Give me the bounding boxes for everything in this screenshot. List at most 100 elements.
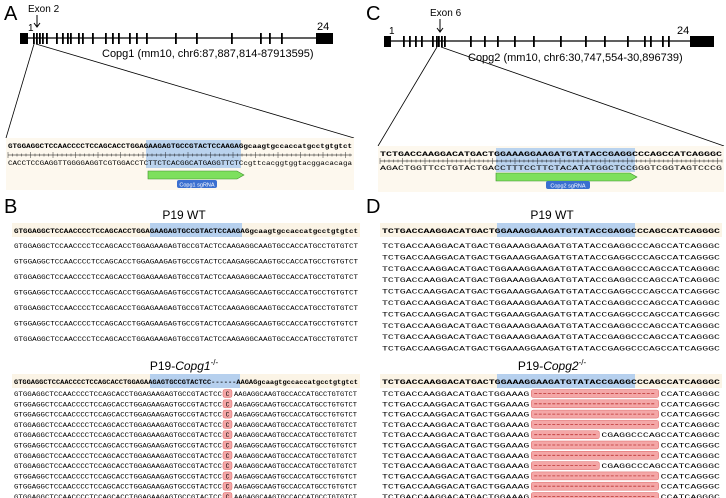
sequence-read: GTGGAGGCTCCAACCCCTCCAGCACCTGGAGAAGAGTGCC… — [14, 305, 358, 312]
sequence-read: TCTGACCAAGGACATGACTGGAAAGGAAGATGTATACCGA… — [382, 289, 720, 296]
exon-bar — [42, 33, 44, 44]
panel-letter-c: C — [366, 3, 380, 25]
sequence-read-right: AAGAGGCAAGTGCCACCATGCCTGTGTCT — [234, 422, 357, 429]
gene-label-c: Copg2 (mm10, chr6:30,747,554-30,896739) — [468, 52, 683, 64]
exon-bar — [403, 36, 405, 47]
exon-bar — [438, 36, 440, 47]
sgrna-tag-a — [177, 180, 217, 188]
sequence-read-right: CGAGGCCCAGCCATCAGGGC — [601, 432, 720, 439]
sequence-read: GTGGAGGCTCCAACCCCTCCAGCACCTGGAGAAGAGTGCC… — [14, 243, 358, 250]
exon-track-c — [403, 36, 670, 47]
sequence-read: TCTGACCAAGGACATGACTGGAAAGGAAGATGTATACCGA… — [382, 346, 720, 353]
exon-bar — [36, 33, 38, 44]
exon-bar — [409, 36, 411, 47]
sequence-read-left: TCTGACCAAGGACATGACTGGAAAG — [382, 484, 530, 491]
insertion-base: C — [226, 453, 230, 460]
sequence-read-left: GTGGAGGCTCCAACCCCTCCAGCACCTGGAGAAGAGTGCC… — [14, 422, 222, 429]
sequence-read-left: TCTGACCAAGGACATGACTGGAAAG — [382, 422, 530, 429]
exon-arrow-a — [33, 15, 41, 28]
sequence-read-right: AAGAGGCAAGTGCCACCATGCCTGTGTCT — [234, 453, 357, 460]
ko-sgrna-highlight-b — [150, 374, 240, 388]
sequence-read: TCTGACCAAGGACATGACTGGAAAGGAAGATGTATACCGA… — [382, 277, 720, 284]
exon-bar — [421, 36, 423, 47]
ko-reads-b: GTGGAGGCTCCAACCCCTCCAGCACCTGGAGAAGAGTGCC… — [14, 389, 357, 498]
ruler-ticks-c — [379, 158, 723, 164]
sequence-read: TCTGACCAAGGACATGACTGGAAAGGAAGATGTATACCGA… — [382, 300, 720, 307]
top-strand-a: GTGGAGGCTCCAACCCCTCCAGCACCTGGAGAAGAGTGCC… — [8, 143, 352, 150]
sequence-read: TCTGACCAAGGACATGACTGGAAAGGAAGATGTATACCGA… — [382, 254, 720, 261]
exon-bar — [533, 36, 535, 47]
insertion-box — [222, 420, 233, 429]
insertion-box — [222, 471, 233, 481]
exon-bar — [260, 33, 262, 44]
exon-bar — [604, 36, 606, 47]
top-strand-c: TCTGACCAAGGACATGACTGGAAAGGAAGATGTATACCGA… — [380, 151, 722, 158]
title-ko-prefix-d: P19- — [518, 359, 543, 373]
sequence-read: TCTGACCAAGGACATGACTGGAAAGGAAGATGTATACCGA… — [382, 323, 720, 330]
last-exon-a — [316, 33, 333, 44]
exon-bar — [560, 36, 562, 47]
exon-bar — [67, 33, 69, 44]
exon-bar — [470, 36, 472, 47]
sequence-read-right: AAGAGGCAAGTGCCACCATGCCTGTGTCT — [234, 494, 357, 498]
sequence-read-right: AAGAGGCAAGTGCCACCATGCCTGTGTCT — [234, 412, 357, 419]
exon-bar — [118, 33, 120, 44]
insertion-base: C — [226, 473, 230, 480]
exon-bar — [231, 33, 233, 44]
zoom-line-left-a — [5, 43, 35, 139]
exon-bar — [39, 33, 41, 44]
insertion-box — [222, 440, 233, 450]
sequence-read: TCTGACCAAGGACATGACTGGAAAGGAAGATGTATACCGA… — [382, 334, 720, 341]
exon-bar — [46, 33, 48, 44]
title-ko-gene-b: Copg1 — [175, 359, 210, 373]
exon-bar — [585, 36, 587, 47]
sequence-read: GTGGAGGCTCCAACCCCTCCAGCACCTGGAGAAGAGTGCC… — [14, 259, 358, 266]
exon-bar — [497, 36, 499, 47]
last-exon-c — [690, 36, 714, 47]
sequence-read-right: AAGAGGCAAGTGCCACCATGCCTGTGTCT — [234, 463, 357, 470]
title-wt-b: P19 WT — [162, 208, 206, 222]
insertion-box — [222, 409, 233, 419]
exon-bar — [644, 36, 646, 47]
sequence-read-left: GTGGAGGCTCCAACCCCTCCAGCACCTGGAGAAGAGTGCC… — [14, 473, 222, 480]
title-ko-sup-d: -/- — [579, 358, 587, 367]
exon-bar — [436, 36, 438, 47]
exon-bar — [668, 36, 670, 47]
sequence-read: TCTGACCAAGGACATGACTGGAAAGGAAGATGTATACCGA… — [382, 311, 720, 318]
sequence-read-right: CCATCAGGGC — [661, 484, 721, 491]
exon-bar — [444, 36, 446, 47]
exon-arrow-c — [436, 19, 444, 33]
exon-bar — [281, 33, 283, 44]
first-exon-a — [20, 33, 28, 44]
insertion-box — [222, 389, 233, 398]
exon-bar — [56, 33, 58, 44]
sequence-read-right: CCATCAGGGC — [661, 391, 721, 398]
wt-reads-d: TCTGACCAAGGACATGACTGGAAAGGAAGATGTATACCGA… — [382, 243, 720, 353]
insertion-base: C — [226, 412, 230, 419]
exon-bar — [432, 36, 434, 47]
title-ko-prefix-b: P19- — [150, 359, 175, 373]
zoom-line-left-c — [377, 46, 438, 147]
sequence-read-left: TCTGACCAAGGACATGACTGGAAAG — [382, 443, 530, 450]
exon-bar — [33, 33, 35, 44]
exon-bar — [514, 36, 516, 47]
insertion-base: C — [226, 443, 230, 450]
exon-bar — [70, 33, 72, 44]
sequence-read-right: CCATCAGGGC — [661, 473, 721, 480]
sgrna-highlight-b — [150, 223, 242, 237]
sequence-read-right: AAGAGGCAAGTGCCACCATGCCTGTGTCT — [234, 473, 357, 480]
title-wt-d: P19 WT — [530, 208, 574, 222]
gene-end-label-a: 24 — [317, 21, 329, 33]
ruler-ticks-a — [7, 152, 351, 158]
exon-bar — [82, 33, 84, 44]
exon-label-c: Exon 6 — [430, 8, 462, 19]
gene-start-label-a: 1 — [28, 23, 34, 34]
ref-seq-b: GTGGAGGCTCCAACCCCTCCAGCACCTGGAGAAGAGTGCC… — [14, 228, 358, 235]
insertion-base: C — [226, 484, 230, 491]
exon-bar — [484, 36, 486, 47]
sequence-read-left: TCTGACCAAGGACATGACTGGAAAG — [382, 401, 530, 408]
sequence-read-left: TCTGACCAAGGACATGACTGGAAAG — [382, 494, 530, 498]
exon-bar — [196, 33, 198, 44]
sequence-read: GTGGAGGCTCCAACCCCTCCAGCACCTGGAGAAGAGTGCC… — [14, 336, 358, 343]
